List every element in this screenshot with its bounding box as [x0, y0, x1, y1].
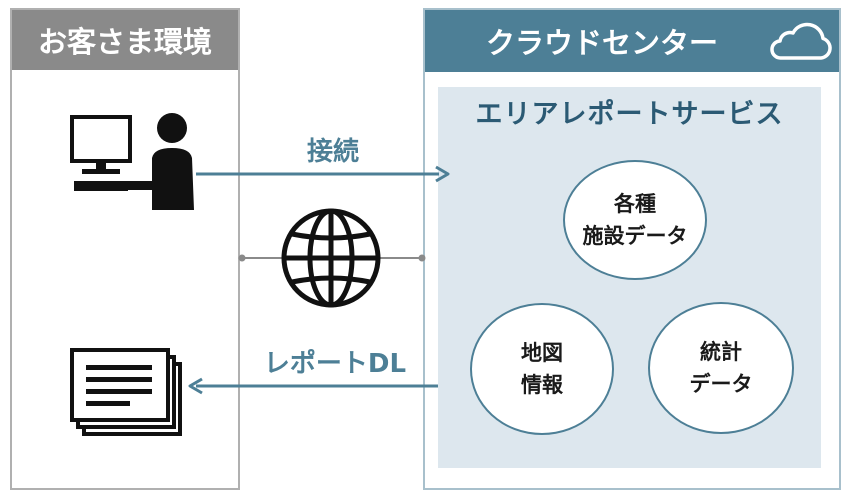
- map-info-line1: 地図: [521, 341, 563, 365]
- report-download-label: レポートDL: [263, 348, 407, 379]
- statistics-data-circle: 統計 データ: [648, 302, 794, 434]
- statistics-data-line2: データ: [689, 372, 753, 396]
- cloud-icon: [770, 22, 832, 60]
- cloud-center-title: クラウドセンター: [485, 26, 718, 60]
- network-node-left: [238, 254, 246, 262]
- network-globe: [238, 208, 426, 308]
- connect-label: 接続: [306, 136, 359, 167]
- map-info-line2: 情報: [521, 373, 563, 397]
- globe-icon: [281, 208, 381, 308]
- network-node-right: [418, 254, 426, 262]
- report-download-arrow: [188, 377, 438, 395]
- area-report-service-title: エリアレポートサービス: [475, 98, 784, 130]
- facility-data-line2: 施設データ: [582, 224, 688, 248]
- documents-icon: [70, 348, 182, 436]
- facility-data-circle: 各種 施設データ: [563, 160, 707, 280]
- statistics-data-line1: 統計: [700, 340, 742, 364]
- map-info-circle: 地図 情報: [470, 303, 614, 435]
- computer-user-icon: [70, 113, 194, 210]
- connect-arrow: [196, 165, 450, 183]
- customer-environment-title: お客さま環境: [12, 10, 238, 70]
- cloud-center-header: クラウドセンター: [425, 10, 839, 72]
- facility-data-line1: 各種: [614, 192, 656, 216]
